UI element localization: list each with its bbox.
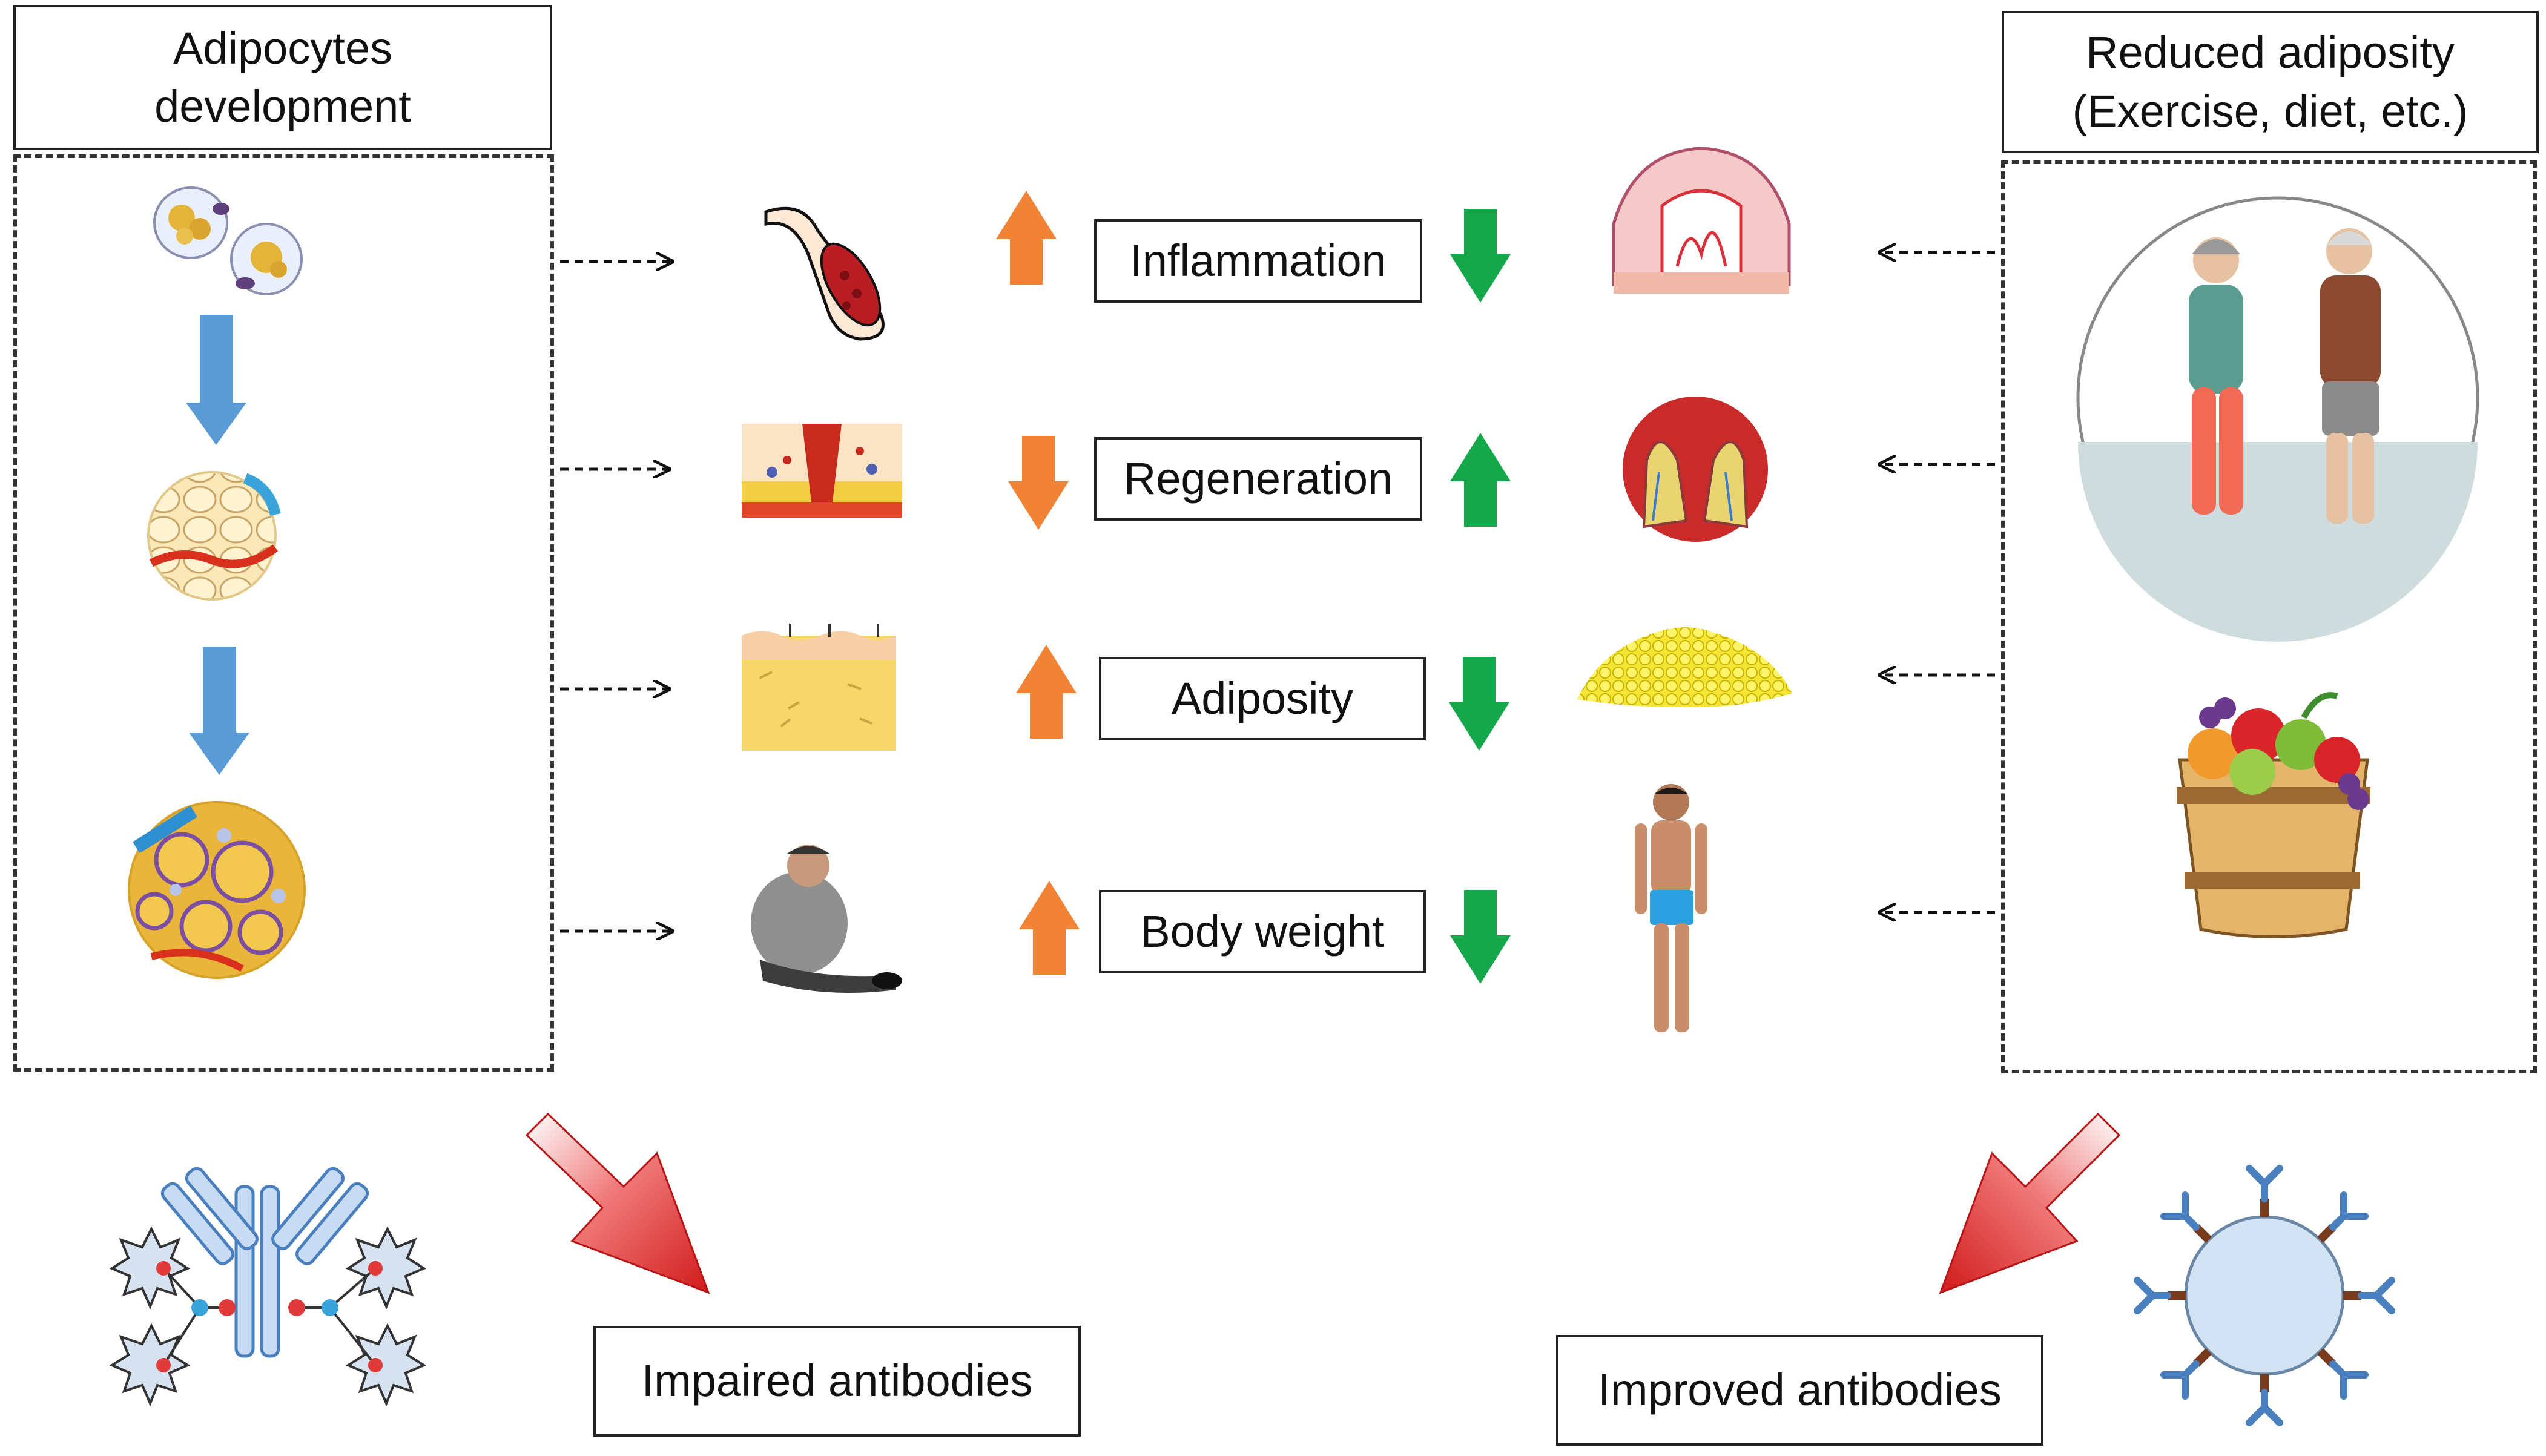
adipose-tissue-circle-icon xyxy=(147,471,281,601)
pathogen-with-antibodies-icon xyxy=(2134,1165,2395,1426)
development-arrow-1 xyxy=(186,315,246,445)
exercising-couple-icon xyxy=(2076,196,2479,642)
right-connector-arrows xyxy=(1880,252,1995,912)
impaired-antibodies-box: Impaired antibodies xyxy=(593,1326,1081,1437)
trend-up-arrow-regeneration xyxy=(1450,433,1511,527)
trend-down-arrow-adiposity xyxy=(1449,657,1509,751)
obese-person-icon xyxy=(751,845,902,993)
obese-adipose-tissue-circle-icon xyxy=(128,801,306,979)
right-dashed-panel xyxy=(2001,160,2537,1073)
trend-up-arrow-adiposity xyxy=(1016,645,1077,739)
preadipocyte-cells-icon xyxy=(153,186,303,295)
fat-pile-icon xyxy=(1577,627,1792,708)
left-connector-arrows xyxy=(560,262,672,931)
right-title-line1: Reduced adiposity xyxy=(2086,27,2455,78)
development-arrow-2 xyxy=(189,647,249,775)
improved-antibodies-box: Improved antibodies xyxy=(1556,1335,2043,1446)
row-label-regeneration: Regeneration xyxy=(1094,437,1422,521)
outcome-arrow-right xyxy=(1939,1112,2121,1294)
fruit-basket-icon xyxy=(2177,692,2370,938)
right-panel-title: Reduced adiposity (Exercise, diet, etc.) xyxy=(2002,11,2539,153)
left-panel-title: Adipocytes development xyxy=(13,5,552,150)
trend-down-arrow-regeneration xyxy=(1008,436,1069,530)
row-label-adiposity: Adiposity xyxy=(1099,657,1426,740)
right-title-line2: (Exercise, diet, etc.) xyxy=(2072,85,2468,136)
regenerating-crypt-icon xyxy=(1623,397,1768,542)
intestinal-villus-icon xyxy=(1612,147,1791,294)
row-label-inflammation: Inflammation xyxy=(1094,219,1422,303)
blood-vessel-icon xyxy=(764,206,885,341)
fat-skin-tissue-icon xyxy=(742,624,896,751)
outcome-arrow-left xyxy=(525,1112,710,1294)
trend-down-arrow-inflammation xyxy=(1450,209,1511,303)
left-title-line2: development xyxy=(154,81,411,131)
left-dashed-panel xyxy=(13,154,554,1072)
trend-down-arrow-body-weight xyxy=(1450,890,1511,984)
antibody-with-antigens-icon xyxy=(109,1167,427,1407)
row-label-body-weight: Body weight xyxy=(1099,890,1426,973)
trend-up-arrow-body-weight xyxy=(1019,881,1080,975)
wound-skin-icon xyxy=(742,424,902,518)
trend-up-arrow-inflammation xyxy=(996,191,1057,285)
left-title-line1: Adipocytes xyxy=(173,22,392,73)
lean-person-icon xyxy=(1635,784,1707,1032)
